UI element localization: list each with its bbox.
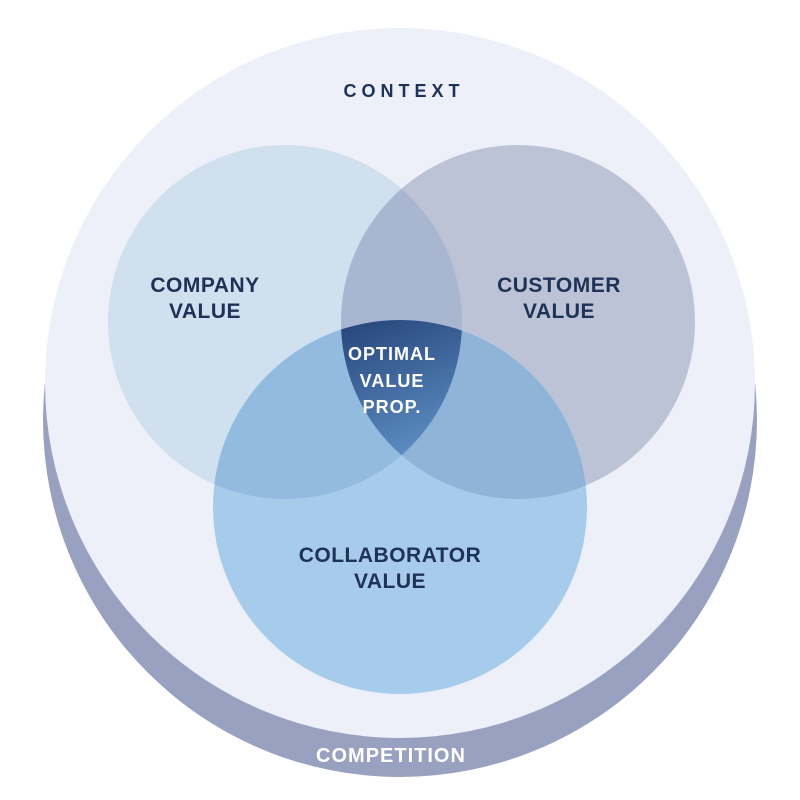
optimal-value-prop-label-line3: PROP. xyxy=(363,397,422,417)
collaborator-value-label-line2: VALUE xyxy=(354,570,426,593)
competition-label: COMPETITION xyxy=(316,745,466,767)
context-label: CONTEXT xyxy=(343,81,464,101)
optimal-value-prop-label-line1: OPTIMAL xyxy=(348,344,436,364)
customer-collaborator-overlap xyxy=(341,320,587,499)
collaborator-value-label-line1: COLLABORATOR xyxy=(299,544,482,567)
customer-value-label-line2: VALUE xyxy=(523,300,595,323)
company-collaborator-overlap xyxy=(213,320,462,499)
optimal-value-prop-label-line2: VALUE xyxy=(360,371,425,391)
company-value-label-line1: COMPANY xyxy=(150,274,259,297)
company-value-label-line2: VALUE xyxy=(169,300,241,323)
customer-value-label-line1: CUSTOMER xyxy=(497,274,621,297)
